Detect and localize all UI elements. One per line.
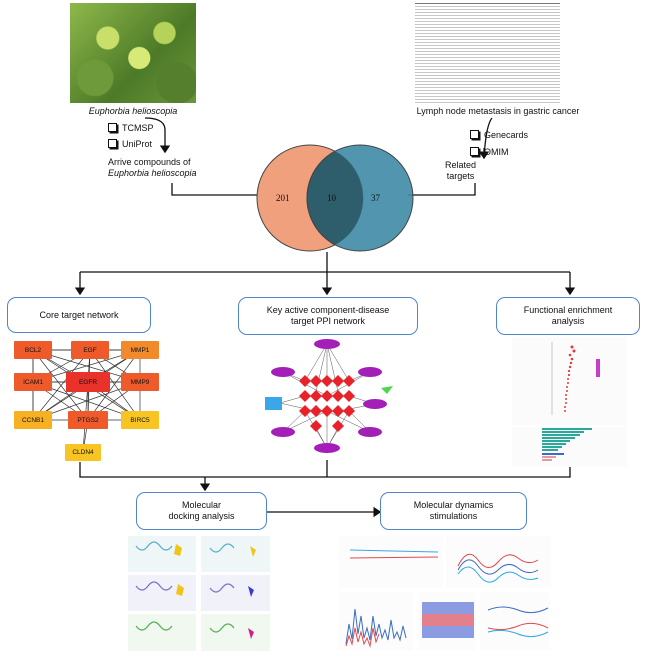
checkbox-icon	[108, 139, 117, 148]
gene-node: CCNB1	[14, 411, 52, 429]
plant-photo	[70, 3, 196, 103]
md-plots	[338, 536, 650, 651]
disease-title: Lymph node metastasis in gastric cancer	[416, 106, 580, 116]
related-targets-label: Related targets	[445, 160, 477, 181]
docking-panel	[201, 536, 270, 572]
gene-node: BIRC5	[121, 411, 159, 429]
docking-panels	[128, 536, 270, 651]
plant-name: Euphorbia helioscopia	[88, 106, 178, 116]
dotplot-image	[551, 342, 600, 415]
docking-structures	[135, 541, 256, 639]
gene-node: MMP1	[121, 341, 159, 359]
kegg-enrichment-barplot	[512, 427, 627, 467]
gene-node: MMP9	[121, 373, 159, 391]
docking-panel	[128, 614, 196, 651]
md-curves	[345, 549, 549, 648]
checkbox-icon	[470, 130, 479, 139]
gene-node: EGF	[71, 341, 109, 359]
docking-panel	[201, 575, 270, 611]
plant-db-1: TCMSP	[108, 123, 154, 134]
docking-panel	[128, 536, 196, 572]
docking-panel	[201, 614, 270, 651]
checkbox-icon	[108, 123, 117, 132]
core-target-network-box: Core target network	[7, 297, 151, 333]
barplot-image	[542, 428, 592, 461]
docking-panel	[128, 575, 196, 611]
checkbox-icon	[470, 147, 479, 156]
disease-db-1: Genecards	[470, 130, 528, 141]
gene-node: EGFR	[66, 372, 110, 392]
disease-db-2: OMIM	[470, 147, 509, 158]
arrive-compounds-label: Arrive compounds of Euphorbia helioscopi…	[108, 157, 197, 178]
venn-diagram	[256, 144, 414, 252]
md-plot	[338, 536, 443, 588]
venn-right-count: 37	[371, 193, 380, 203]
ppi-network	[265, 339, 393, 453]
plant-db-2: UniProt	[108, 139, 152, 150]
venn-overlap	[306, 145, 363, 251]
go-enrichment-dotplot	[512, 337, 627, 425]
venn-overlap-count: 10	[327, 193, 336, 203]
md-plot	[480, 592, 550, 650]
gene-node: BCL2	[14, 341, 52, 359]
venn-left-count: 201	[276, 193, 290, 203]
gene-node: PTGS2	[68, 411, 108, 429]
gene-node: CLDN4	[65, 444, 101, 461]
target-table-image	[415, 3, 560, 104]
gene-node: ICAM1	[14, 373, 52, 391]
